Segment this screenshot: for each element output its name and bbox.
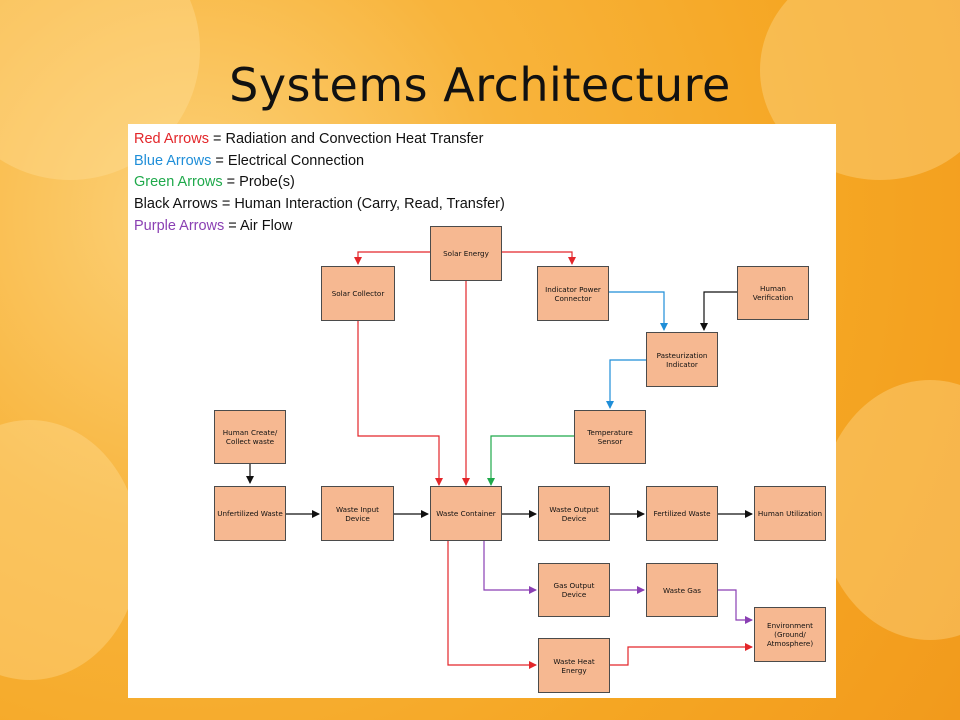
node-pasteurization-indicator: Pasteurization Indicator xyxy=(646,332,718,387)
legend-key: Black Arrows xyxy=(134,196,218,213)
legend-text: = Air Flow xyxy=(224,217,293,234)
legend-item-green: Green Arrows = Probe(s) xyxy=(134,172,505,194)
legend-text: = Electrical Connection xyxy=(211,152,365,169)
node-waste-gas: Waste Gas xyxy=(646,563,718,617)
diagram-panel: Red Arrows = Radiation and Convection He… xyxy=(128,124,836,698)
legend-item-blue: Blue Arrows = Electrical Connection xyxy=(134,151,505,173)
legend-key: Purple Arrows xyxy=(134,217,225,234)
node-indicator-power-connector: Indicator Power Connector xyxy=(537,266,609,321)
arrow-human-verification-to-pasteurization xyxy=(700,291,737,331)
background-pattern xyxy=(0,420,140,680)
node-unfertilized-waste: Unfertilized Waste xyxy=(214,486,286,541)
node-human-utilization: Human Utilization xyxy=(754,486,826,541)
arrow-indicator-power-to-pasteurization xyxy=(609,291,668,331)
node-human-create-collect-waste: Human Create/ Collect waste xyxy=(214,410,286,464)
legend-key: Blue Arrows xyxy=(134,152,212,169)
node-fertilized-waste: Fertilized Waste xyxy=(646,486,718,541)
arrow-solar-collector-to-waste-container xyxy=(357,320,443,486)
node-solar-energy: Solar Energy xyxy=(430,226,502,281)
node-waste-heat-energy: Waste Heat Energy xyxy=(538,638,610,693)
legend-key: Green Arrows xyxy=(134,174,223,191)
legend-key: Red Arrows xyxy=(134,131,209,147)
node-waste-output-device: Waste Output Device xyxy=(538,486,610,541)
arrow-waste-heat-energy-to-environment xyxy=(610,643,753,666)
arrow-waste-container-to-waste-heat-energy xyxy=(447,541,537,669)
legend: Red Arrows = Radiation and Convection He… xyxy=(134,129,505,238)
arrow-temperature-sensor-to-waste-container xyxy=(487,435,574,486)
legend-item-red: Red Arrows = Radiation and Convection He… xyxy=(134,129,505,151)
arrow-waste-gas-to-environment xyxy=(718,589,753,624)
legend-text: = Probe(s) xyxy=(222,174,295,191)
legend-item-black: Black Arrows = Human Interaction (Carry,… xyxy=(134,194,505,216)
arrow-waste-container-to-gas-output xyxy=(483,541,537,594)
background-pattern xyxy=(820,380,960,640)
arrow-solar-energy-to-indicator-power-connector xyxy=(502,251,576,265)
arrow-solar-energy-to-solar-collector xyxy=(354,251,430,265)
legend-item-purple: Purple Arrows = Air Flow xyxy=(134,216,505,238)
node-human-verification: Human Verification xyxy=(737,266,809,320)
node-gas-output-device: Gas Output Device xyxy=(538,563,610,617)
node-waste-container: Waste Container xyxy=(430,486,502,541)
node-temperature-sensor: Temperature Sensor xyxy=(574,410,646,464)
node-environment: Environment (Ground/ Atmosphere) xyxy=(754,607,826,662)
node-solar-collector: Solar Collector xyxy=(321,266,395,321)
slide-title: Systems Architecture xyxy=(229,58,731,112)
legend-text: = Human Interaction (Carry, Read, Transf… xyxy=(217,196,505,213)
node-waste-input-device: Waste Input Device xyxy=(321,486,394,541)
legend-text: = Radiation and Convection Heat Transfer xyxy=(208,131,484,147)
connector-layer xyxy=(246,251,753,669)
arrow-pasteurization-to-temperature-sensor xyxy=(606,359,646,409)
